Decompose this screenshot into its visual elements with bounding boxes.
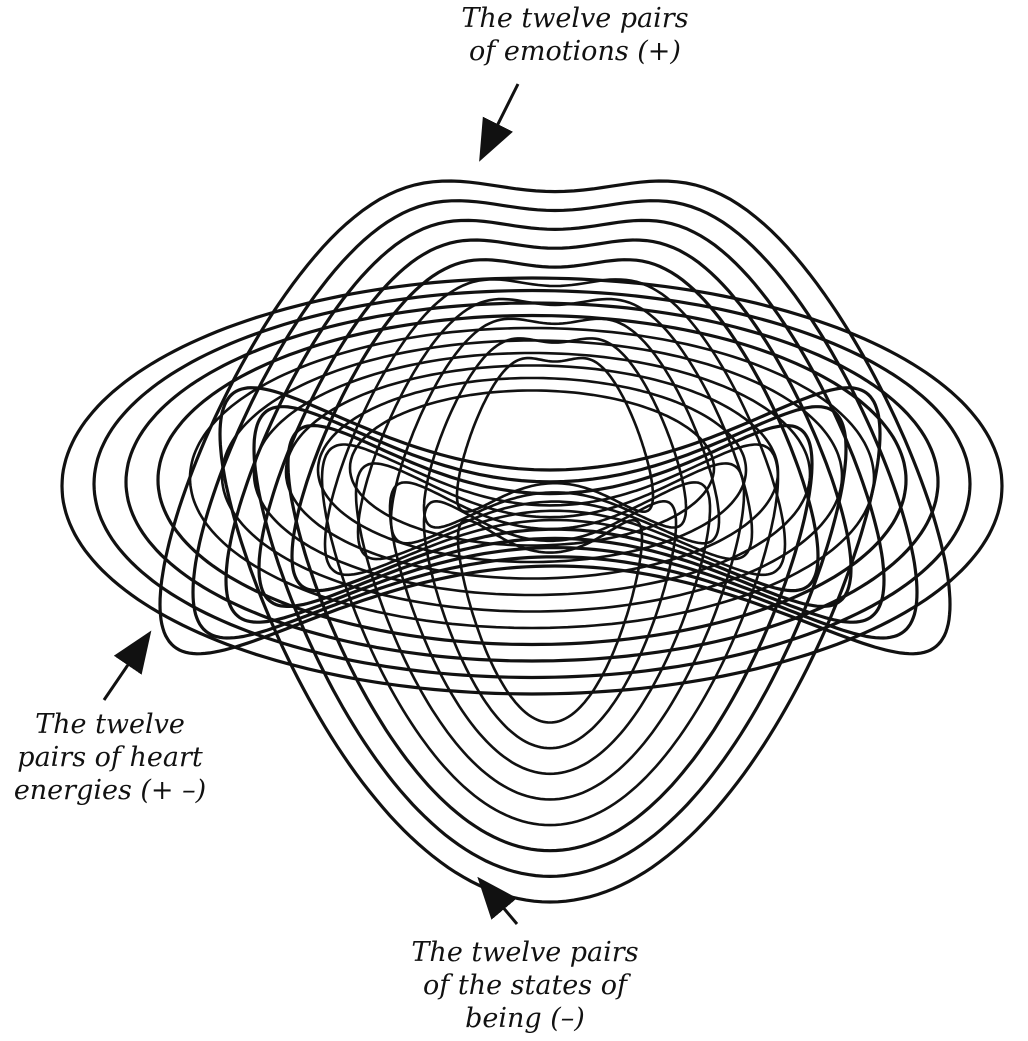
states-of-being-arrow [480,880,517,924]
states-of-being-label-line2: of the states of [360,969,690,1002]
emotions-label-line2: of emotions (+) [410,35,740,68]
heart-energies-label: The twelve pairs of heart energies (+ –) [0,708,220,807]
states-of-being-label: The twelve pairs of the states of being … [360,936,690,1035]
heart-energies-label-line1: The twelve [0,708,220,741]
emotions-label-line1: The twelve pairs [410,2,740,35]
emotions-arrow [481,84,518,158]
states-of-being-label-line3: being (–) [360,1002,690,1035]
heart-energies-label-line3: energies (+ –) [0,774,220,807]
heart-energies-label-line2: pairs of heart [0,741,220,774]
heart-energies-arrow [104,634,149,700]
emotion-heart-loop [160,181,950,654]
emotions-label: The twelve pairs of emotions (+) [410,2,740,68]
emotions-heart-rings [160,181,950,654]
states-of-being-label-line1: The twelve pairs [360,936,690,969]
heart-energy-ring [222,341,842,612]
